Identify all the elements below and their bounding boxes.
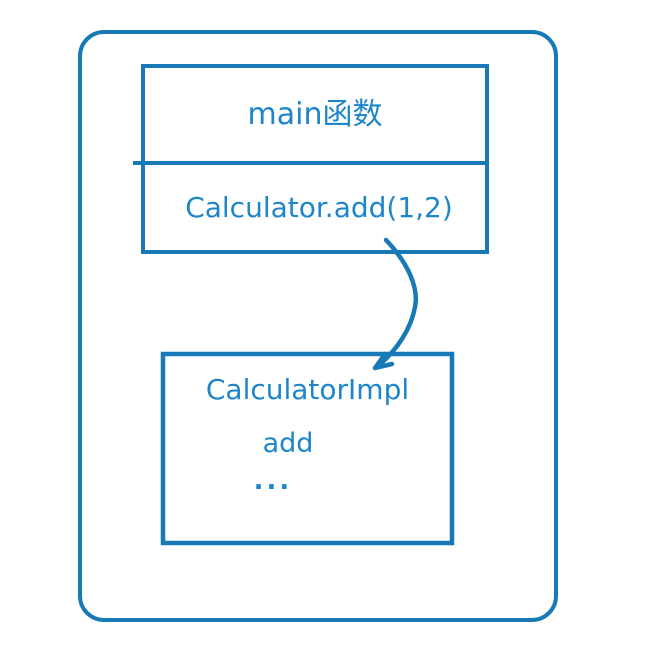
impl-box-ellipsis: ... — [253, 466, 293, 496]
outer-frame — [78, 30, 558, 622]
impl-box — [160, 351, 455, 546]
main-box-title: main函数 — [247, 96, 383, 132]
impl-box-method: add — [262, 428, 314, 459]
call-arrow — [375, 237, 419, 369]
main-box-call: Calculator.add(1,2) — [185, 190, 453, 224]
impl-box-title: CalculatorImpl — [205, 373, 410, 406]
call-arrow-head — [372, 351, 395, 371]
main-box — [141, 64, 489, 254]
